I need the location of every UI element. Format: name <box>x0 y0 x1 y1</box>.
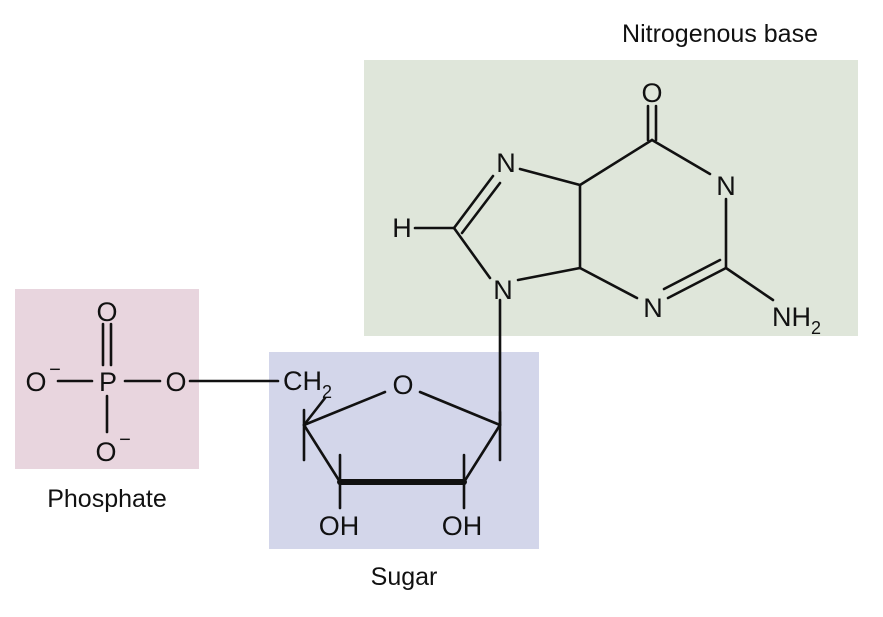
phosphate-region <box>15 289 199 469</box>
phosphate-oxygen-bottom-charge: − <box>119 429 131 451</box>
ch2-group: CH2 <box>283 366 332 402</box>
phosphate-oxygen-top: O <box>96 297 117 327</box>
sugar-region <box>269 352 539 549</box>
nitrogen-3: N <box>643 293 663 323</box>
c5-to-n7-bond <box>518 167 582 187</box>
phosphate-oxygen-left: O <box>25 367 46 397</box>
c8-to-n9-bond <box>452 226 492 280</box>
c5-to-c6-bond <box>578 138 654 187</box>
ring-o-to-c1-bond <box>418 390 502 427</box>
nitrogen-9: N <box>493 275 513 305</box>
c2-to-nh2-bond <box>724 266 775 302</box>
c2-to-n3-double-bond-b <box>662 258 722 291</box>
nitrogen-7: N <box>496 148 516 178</box>
nitrogen-1: N <box>716 171 736 201</box>
base-label: Nitrogenous base <box>622 20 818 48</box>
hydrogen-8: H <box>392 213 412 243</box>
hydroxyl-right: OH <box>442 511 483 541</box>
phosphate-label: Phosphate <box>47 485 167 513</box>
amino-group: NH2 <box>772 302 821 338</box>
phosphorus-atom: P <box>99 367 117 397</box>
n7-to-c8-double-bond-a <box>452 174 495 230</box>
c4-to-ring-o-bond <box>302 390 387 427</box>
phosphate-oxygen-left-charge: − <box>49 359 61 381</box>
ring-oxygen: O <box>392 370 413 400</box>
n3-to-c4-bond <box>578 266 639 300</box>
sugar-group: CH2 O OH OH <box>283 298 502 541</box>
phosphate-oxygen-bottom: O <box>95 437 116 467</box>
n9-to-c4-bond <box>516 266 582 282</box>
ch2-to-c4-bond <box>302 396 327 427</box>
carbonyl-oxygen: O <box>641 78 662 108</box>
c1-to-c2-bond <box>462 423 502 484</box>
sugar-label: Sugar <box>371 563 438 591</box>
c6-to-n1-bond <box>650 138 712 176</box>
c2-to-n3-double-bond-a <box>666 266 728 300</box>
base-group: O N N H N N NH2 <box>392 78 821 338</box>
phosphate-oxygen-right: O <box>165 367 186 397</box>
hydroxyl-left: OH <box>319 511 360 541</box>
n7-to-c8-double-bond-b <box>460 181 502 235</box>
phosphate-group: O O − P O O − <box>25 297 280 467</box>
c4-to-c3-bond <box>302 423 342 484</box>
base-region <box>364 60 858 336</box>
